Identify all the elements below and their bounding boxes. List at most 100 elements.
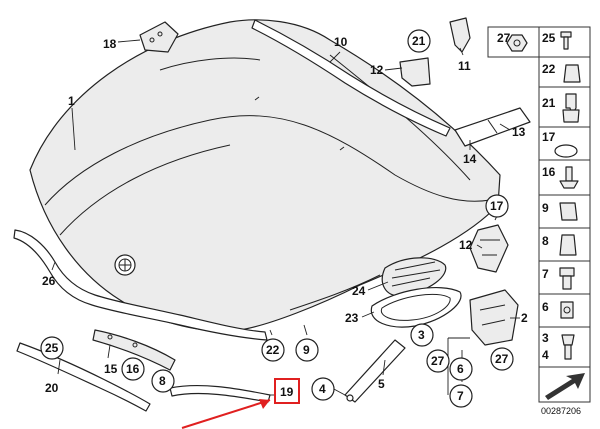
nut-27-icon [506,34,528,52]
bracket-18 [139,21,179,53]
callout-24: 24 [352,284,366,298]
svg-text:13: 13 [512,125,526,139]
hinge-12 [469,224,509,273]
screw-25-icon [560,31,572,50]
svg-text:27: 27 [431,354,445,368]
svg-text:3: 3 [418,328,425,342]
svg-text:4: 4 [319,382,326,396]
callout-27-right: 27 [490,347,514,371]
svg-text:10: 10 [334,35,348,49]
grommet-21-icon [562,93,580,123]
callout-4: 4 [311,377,335,401]
callout-23: 23 [345,311,359,325]
callout-12-hinge: 12 [459,238,473,252]
callout-13: 13 [512,125,526,139]
callout-7: 7 [449,384,473,408]
svg-text:17: 17 [490,199,504,213]
sealing-strip-10 [251,19,451,137]
screw-16-icon [559,166,579,189]
highlight-arrow [181,399,271,429]
bracket-12-top [399,57,431,87]
svg-text:12: 12 [459,238,473,252]
grid-label-25: 25 [542,31,556,45]
svg-text:27: 27 [495,352,509,366]
svg-text:18: 18 [103,37,117,51]
svg-text:6: 6 [457,362,464,376]
svg-text:20: 20 [45,381,59,395]
svg-text:21: 21 [412,34,426,48]
grid-label-8: 8 [542,234,549,248]
small-parts-grid: 27 25 22 21 17 16 9 8 7 6 3 4 [487,26,591,403]
callout-1: 1 [68,94,75,108]
reference-number: 00287206 [541,406,581,416]
callout-19-highlighted[interactable]: 19 [274,378,300,404]
bracket-15 [92,329,176,371]
screw-3-4-icon [561,334,575,360]
grid-label-4: 4 [542,348,549,362]
svg-text:8: 8 [159,374,166,388]
callout-9: 9 [295,338,319,362]
callout-18: 18 [103,37,117,51]
callout-11: 11 [458,59,471,73]
callout-22: 22 [261,338,285,362]
clip-11 [449,17,471,53]
svg-text:19: 19 [280,385,294,399]
svg-text:9: 9 [303,343,310,357]
callout-25: 25 [40,336,64,360]
grid-label-3: 3 [542,331,549,345]
gas-strut-5 [344,339,406,403]
svg-text:11: 11 [458,59,471,73]
svg-text:12: 12 [370,63,384,77]
callout-2: 2 [521,311,528,325]
callout-26: 26 [42,274,56,288]
grid-label-16: 16 [542,165,556,179]
trim-cover-13-14 [454,107,531,147]
svg-text:16: 16 [126,362,140,376]
frame-23 [370,286,462,328]
nut-6-icon [560,301,574,319]
grid-label-27: 27 [497,31,511,45]
grid-label-21: 21 [542,96,556,110]
callout-17: 17 [485,194,509,218]
clip-9-icon [559,202,578,221]
callout-21: 21 [407,29,431,53]
grid-label-22: 22 [542,62,556,76]
svg-text:22: 22 [266,343,280,357]
lock-2 [469,289,519,346]
grille-24 [381,257,447,297]
svg-text:7: 7 [457,389,464,403]
direction-arrow-icon [545,373,585,400]
bonnet-emblem [114,254,136,276]
callout-27-left: 27 [426,349,450,373]
svg-text:5: 5 [378,377,385,391]
grid-label-17: 17 [542,130,556,144]
svg-text:26: 26 [42,274,56,288]
seal-26 [13,229,268,341]
plug-8-icon [559,234,577,256]
callout-5: 5 [378,377,385,391]
callout-3: 3 [410,323,434,347]
support-rod-19 [169,384,271,403]
bolt-7-icon [559,267,575,290]
callout-6: 6 [449,357,473,381]
callout-20: 20 [45,381,59,395]
svg-text:15: 15 [104,362,118,376]
callout-15: 15 [104,362,118,376]
callout-16: 16 [121,357,145,381]
svg-text:14: 14 [463,152,477,166]
callout-8: 8 [151,369,175,393]
svg-text:25: 25 [45,341,59,355]
grid-label-7: 7 [542,267,549,281]
callout-14: 14 [463,152,477,166]
grid-label-6: 6 [542,300,549,314]
cap-17-icon [554,144,578,158]
buffer-22-icon [563,64,581,83]
svg-text:2: 2 [521,311,528,325]
svg-text:23: 23 [345,311,359,325]
grid-label-9: 9 [542,201,549,215]
callout-12-top: 12 [370,63,384,77]
callout-10: 10 [334,35,348,49]
seal-20 [16,342,151,412]
svg-text:1: 1 [68,94,75,108]
